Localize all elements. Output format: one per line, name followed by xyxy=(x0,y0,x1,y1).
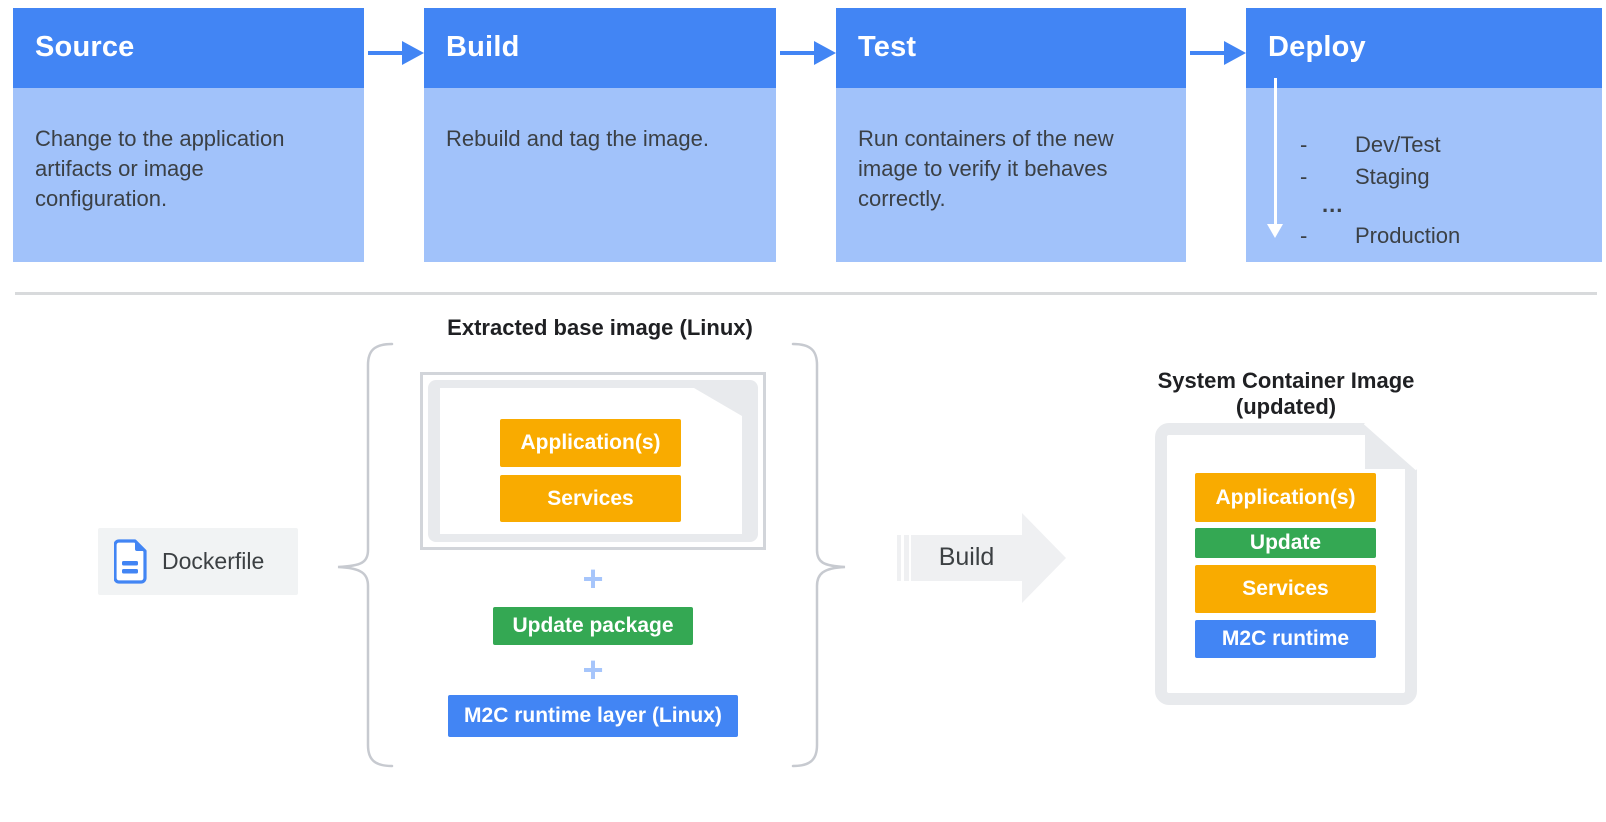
layer-applications: Application(s) xyxy=(1195,473,1376,522)
stage-source-body: Change to the application artifacts or i… xyxy=(13,88,364,262)
page-fold-icon xyxy=(1363,423,1417,471)
stage-build-header: Build xyxy=(424,8,776,88)
layer-update: Update xyxy=(1195,528,1376,558)
stage-test-text: Run containers of the new image to verif… xyxy=(858,126,1114,211)
page-fold-icon xyxy=(690,388,742,416)
list-label: Production xyxy=(1355,223,1461,248)
stage-build: Build Rebuild and tag the image. xyxy=(424,8,776,262)
stage-source: Source Change to the application artifac… xyxy=(13,8,364,262)
layer-m2c-runtime: M2C runtime xyxy=(1195,620,1376,658)
list-dash: - xyxy=(1300,223,1308,248)
arrow-head xyxy=(402,41,424,65)
flow-arrow-icon xyxy=(1188,41,1248,65)
stage-build-text: Rebuild and tag the image. xyxy=(446,126,709,151)
layer-services: Services xyxy=(500,475,681,522)
base-image-page: Application(s) Services xyxy=(440,388,742,534)
extracted-base-image-title: Extracted base image (Linux) xyxy=(447,315,753,340)
update-package-box: Update package xyxy=(493,607,693,645)
stage-deploy-header: Deploy xyxy=(1246,8,1602,88)
dockerfile-chip: Dockerfile xyxy=(98,528,298,595)
list-label: Dev/Test xyxy=(1355,132,1441,157)
deploy-item-devtest: - Dev/Test xyxy=(1246,132,1602,164)
build-arrow-icon xyxy=(897,513,1066,603)
stage-source-title: Source xyxy=(35,31,135,63)
dockerfile-label: Dockerfile xyxy=(162,548,265,574)
list-label: ... xyxy=(1322,192,1344,217)
stage-build-body: Rebuild and tag the image. xyxy=(424,88,776,262)
arrow-shaft xyxy=(1190,51,1226,55)
stage-deploy-title: Deploy xyxy=(1268,31,1366,63)
list-dash: - xyxy=(1300,132,1308,157)
extracted-base-image-box: Application(s) Services xyxy=(420,372,766,550)
stage-deploy-body xyxy=(1246,88,1602,262)
stage-deploy: Deploy - Dev/Test - Staging ... - Produc… xyxy=(1246,8,1602,262)
system-container-image-document: Application(s) Update Services M2C runti… xyxy=(1155,423,1417,705)
grouping-braces-icon xyxy=(337,342,846,768)
layer-applications: Application(s) xyxy=(500,419,681,467)
stage-test-title: Test xyxy=(858,31,917,63)
arrow-head xyxy=(1224,41,1246,65)
flow-arrow-icon xyxy=(778,41,838,65)
flow-arrow-icon xyxy=(366,41,426,65)
stage-source-text: Change to the application artifacts or i… xyxy=(35,126,285,211)
stage-test-header: Test xyxy=(836,8,1186,88)
list-label: Staging xyxy=(1355,164,1430,189)
stage-source-header: Source xyxy=(13,8,364,88)
system-container-image-title: System Container Image (updated) xyxy=(1157,368,1415,419)
document-icon xyxy=(114,539,147,584)
arrow-shaft xyxy=(780,51,816,55)
list-dash: - xyxy=(1300,164,1308,189)
build-arrow-label: Build xyxy=(938,543,995,571)
deploy-item-ellipsis: ... xyxy=(1246,192,1602,224)
layer-services: Services xyxy=(1195,565,1376,613)
arrow-head xyxy=(814,41,836,65)
base-image-document: Application(s) Services xyxy=(428,380,758,542)
m2c-runtime-layer-box: M2C runtime layer (Linux) xyxy=(448,695,738,737)
plus-icon: + xyxy=(582,649,604,690)
stage-test-body: Run containers of the new image to verif… xyxy=(836,88,1186,262)
stage-build-title: Build xyxy=(446,31,520,63)
deploy-item-staging: - Staging xyxy=(1246,164,1602,196)
deploy-down-arrowhead-icon xyxy=(1267,224,1283,238)
plus-icon: + xyxy=(582,558,604,599)
stage-test: Test Run containers of the new image to … xyxy=(836,8,1186,262)
section-divider xyxy=(15,292,1597,295)
deploy-down-arrow-icon xyxy=(1274,78,1277,226)
deploy-item-production: - Production xyxy=(1246,223,1602,255)
arrow-shaft xyxy=(368,51,404,55)
